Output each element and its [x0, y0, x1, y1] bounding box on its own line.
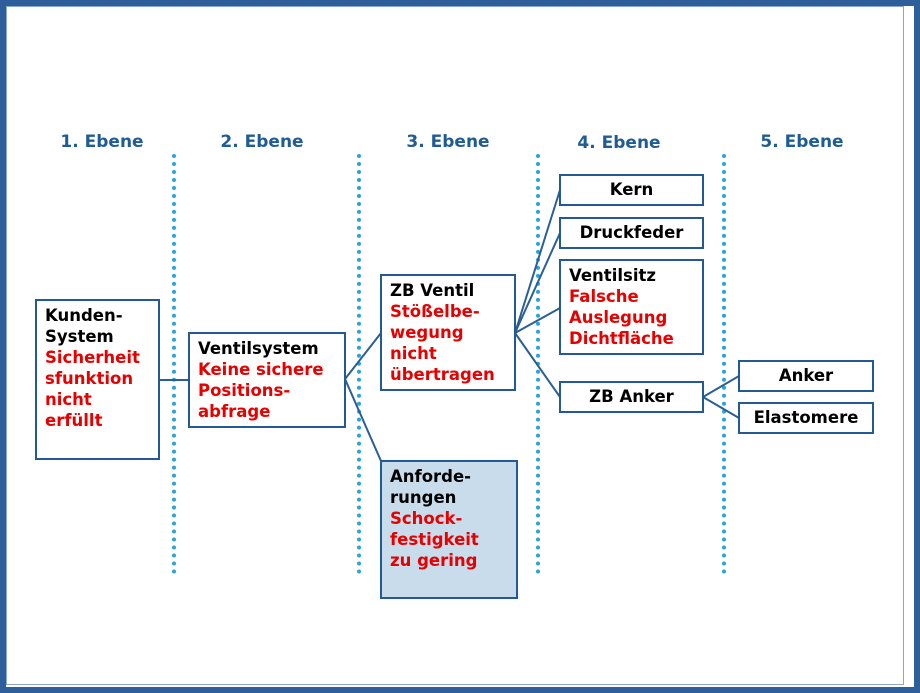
node-zb-ventil: ZB Ventil Stößelbe- wegung nicht übertra…: [380, 274, 516, 391]
level-separator-2: [357, 154, 361, 574]
node-elastomere-title: Elastomere: [753, 408, 859, 427]
node-anforderungen-detail: Schock- festigkeit zu gering: [390, 509, 479, 570]
node-druckfeder-title: Druckfeder: [579, 223, 684, 242]
node-ventilsystem-title: Ventilsystem: [198, 339, 319, 358]
node-kern: Kern: [559, 174, 704, 206]
connector-zbventil-zbanker: [514, 332, 561, 398]
level-separator-1: [172, 154, 176, 574]
connector-zbventil-kern: [514, 189, 561, 334]
connector-zbventil-druckfeder: [514, 232, 561, 334]
slide-inner-border: [6, 6, 904, 685]
node-anker: Anker: [738, 360, 874, 392]
node-zb-ventil-detail: Stößelbe- wegung nicht übertragen: [390, 302, 495, 384]
connector-ventilsystem-anforderungen: [344, 378, 382, 462]
connector-ventilsystem-zbventil: [344, 332, 382, 380]
node-anker-title: Anker: [778, 366, 834, 385]
level-2-label: 2. Ebene: [220, 132, 304, 152]
connector-zbanker-anker: [702, 375, 740, 398]
level-1-label: 1. Ebene: [60, 132, 144, 152]
level-5-label: 5. Ebene: [760, 132, 844, 152]
connector-zbventil-ventilsitz: [514, 307, 561, 334]
node-anforderungen-title: Anforde- rungen: [390, 467, 472, 507]
level-4-label: 4. Ebene: [577, 133, 661, 153]
node-elastomere: Elastomere: [738, 402, 874, 434]
node-kunden-system-title: Kunden- System: [45, 306, 123, 346]
node-kunden-system-detail: Sicherheit sfunktion nicht erfüllt: [45, 348, 140, 430]
node-zb-anker-title: ZB Anker: [589, 387, 674, 406]
node-zb-anker: ZB Anker: [559, 381, 704, 413]
node-druckfeder: Druckfeder: [559, 217, 704, 249]
level-3-label: 3. Ebene: [406, 132, 490, 152]
level-separator-4: [722, 154, 726, 574]
node-ventilsitz-title: Ventilsitz: [569, 266, 656, 285]
connector-zbanker-elastomere: [702, 396, 740, 419]
node-ventilsitz-detail: Falsche Auslegung Dichtfläche: [569, 287, 674, 348]
node-ventilsitz: Ventilsitz Falsche Auslegung Dichtfläche: [559, 259, 704, 355]
node-ventilsystem: Ventilsystem Keine sichere Positions- ab…: [188, 332, 346, 428]
node-zb-ventil-title: ZB Ventil: [390, 281, 475, 300]
node-kunden-system: Kunden- System Sicherheit sfunktion nich…: [35, 299, 160, 460]
node-kern-title: Kern: [609, 180, 654, 199]
node-anforderungen: Anforde- rungen Schock- festigkeit zu ge…: [380, 460, 518, 599]
node-ventilsystem-detail: Keine sichere Positions- abfrage: [198, 360, 324, 421]
